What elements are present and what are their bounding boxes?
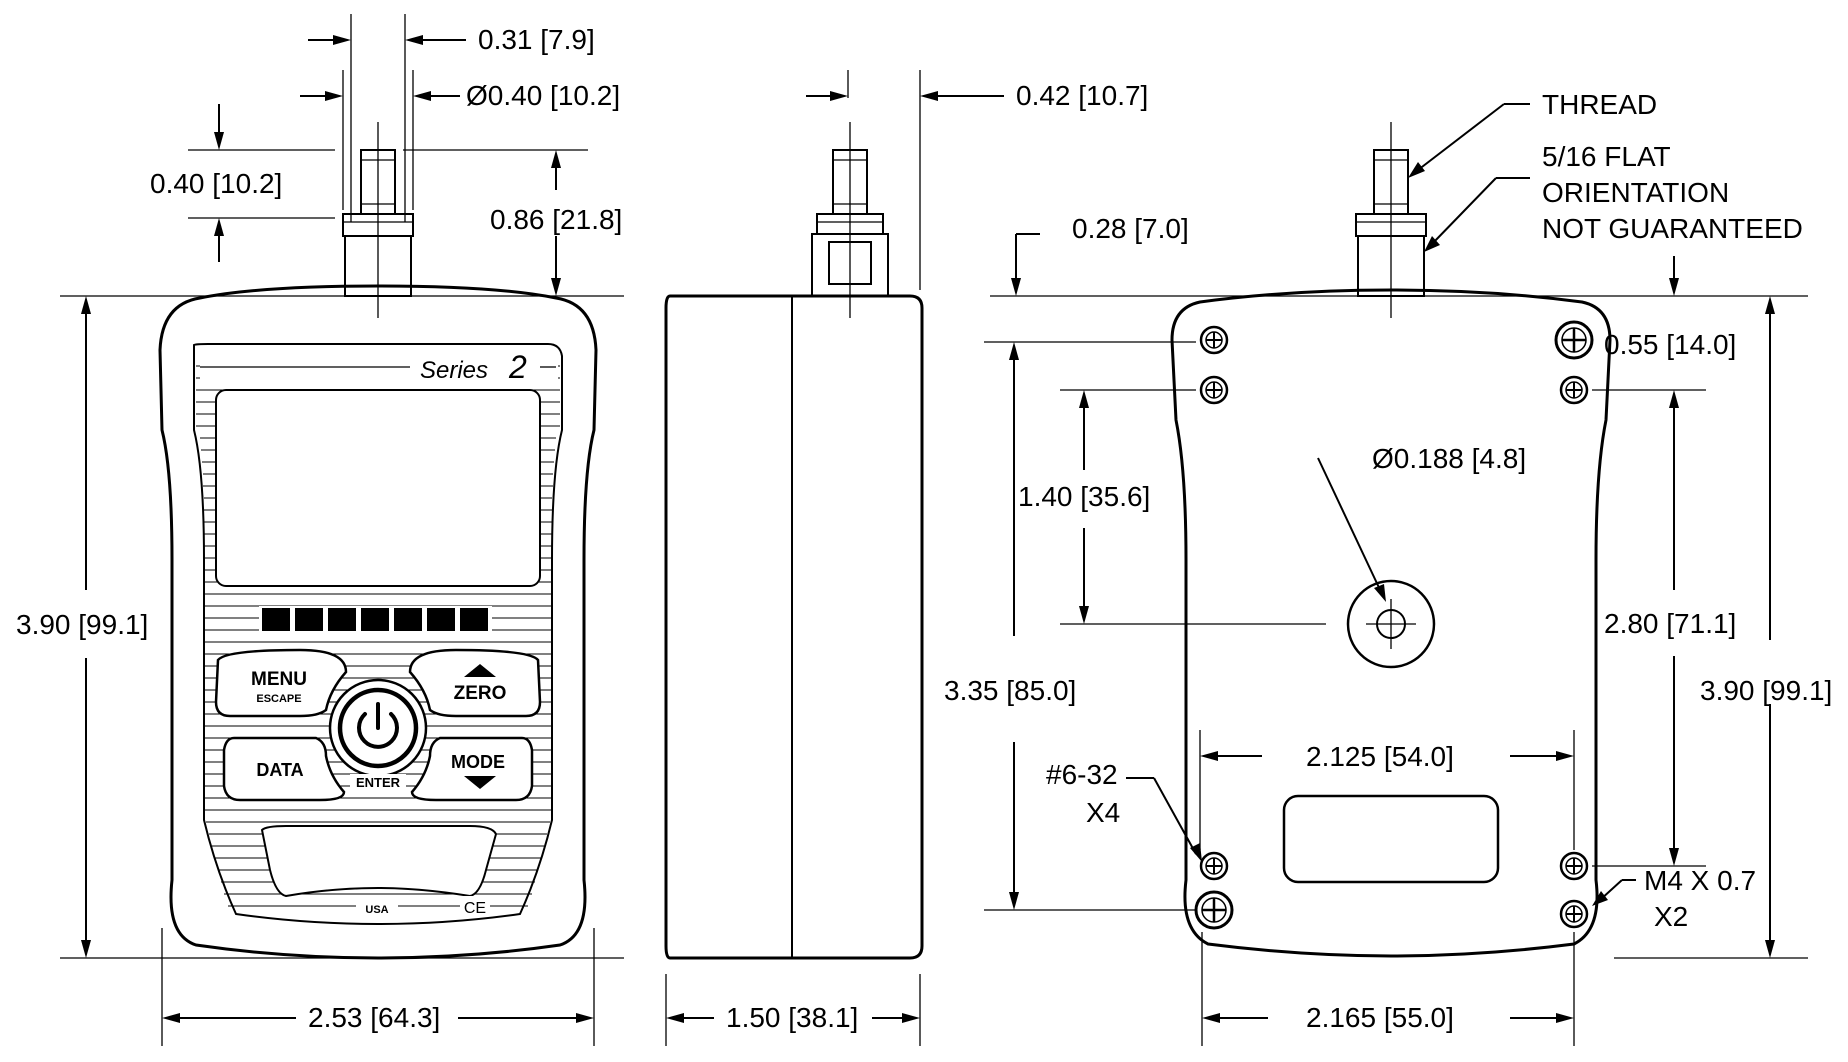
rear-view bbox=[1170, 122, 1612, 958]
data-button[interactable]: DATA bbox=[222, 736, 346, 802]
screw-icon bbox=[1559, 851, 1589, 881]
power-icon bbox=[357, 702, 399, 749]
front-shaft-height-label: 0.86 [21.8] bbox=[490, 204, 622, 235]
flat-callout-line3: NOT GUARANTEED bbox=[1542, 213, 1803, 244]
screw-icon bbox=[1559, 375, 1589, 405]
rear-top-edge-label: 0.55 [14.0] bbox=[1604, 329, 1736, 360]
rear-mount-hole bbox=[1346, 579, 1436, 669]
power-enter-button[interactable] bbox=[328, 678, 428, 778]
brand-number: 2 bbox=[508, 349, 527, 385]
side-dimensions: 0.42 [10.7] 1.50 [38.1] bbox=[665, 70, 1148, 1046]
small-screw-callout: #6-32 bbox=[1046, 759, 1118, 790]
mode-button-label: MODE bbox=[451, 752, 505, 772]
large-screw-qty: X2 bbox=[1654, 901, 1688, 932]
front-collar-dia-label: Ø0.40 [10.2] bbox=[466, 80, 620, 111]
front-view: Series 2 MENU ESCAPE bbox=[158, 122, 598, 960]
screw-icon bbox=[1559, 899, 1589, 929]
data-button-label: DATA bbox=[256, 760, 303, 780]
front-dimensions: 0.31 [7.9] Ø0.40 [10.2] 0.40 [10.2] 0.86… bbox=[16, 14, 624, 1046]
lcd-display bbox=[215, 389, 541, 587]
screw-icon bbox=[1194, 890, 1234, 930]
side-housing bbox=[664, 294, 924, 960]
flat-callout-line2: ORIENTATION bbox=[1542, 177, 1729, 208]
side-offset-label: 0.42 [10.7] bbox=[1016, 80, 1148, 111]
zero-button[interactable]: ZERO bbox=[408, 648, 542, 718]
front-thread-length-label: 0.40 [10.2] bbox=[150, 168, 282, 199]
rear-height-label: 3.90 [99.1] bbox=[1700, 675, 1832, 706]
front-shaft-width-label: 0.31 [7.9] bbox=[478, 24, 595, 55]
ce-mark-label: CE bbox=[464, 900, 486, 917]
zero-button-label: ZERO bbox=[454, 683, 507, 704]
rear-small-hole-span-label: 3.35 [85.0] bbox=[944, 675, 1076, 706]
flat-callout-line1: 5/16 FLAT bbox=[1542, 141, 1671, 172]
side-depth-label: 1.50 [38.1] bbox=[726, 1002, 858, 1033]
screw-icon bbox=[1199, 325, 1229, 355]
rear-label-window bbox=[1282, 794, 1500, 884]
front-housing bbox=[158, 284, 598, 960]
rear-large-hole-span-label: 2.80 [71.1] bbox=[1604, 608, 1736, 639]
screw-icon bbox=[1199, 851, 1229, 881]
menu-button-label: MENU bbox=[251, 669, 307, 690]
screw-icon bbox=[1199, 375, 1229, 405]
mode-button[interactable]: MODE bbox=[410, 736, 534, 802]
brand-label: Series bbox=[420, 357, 488, 384]
large-screw-callout: M4 X 0.7 bbox=[1644, 865, 1756, 896]
rear-small-hole-width-label: 2.125 [54.0] bbox=[1306, 741, 1454, 772]
menu-button[interactable]: MENU ESCAPE bbox=[214, 648, 348, 718]
escape-label: ESCAPE bbox=[256, 693, 301, 705]
rear-hole-height-label: 1.40 [35.6] bbox=[1018, 481, 1150, 512]
front-connector-recess bbox=[260, 825, 498, 898]
front-height-label: 3.90 [99.1] bbox=[16, 609, 148, 640]
small-screw-qty: X4 bbox=[1086, 797, 1120, 828]
down-arrow-icon bbox=[464, 776, 496, 789]
led-indicator-bar bbox=[259, 606, 492, 632]
enter-label: ENTER bbox=[356, 775, 401, 790]
rear-large-hole-width-label: 2.165 [55.0] bbox=[1306, 1002, 1454, 1033]
up-arrow-icon bbox=[464, 664, 496, 677]
thread-callout: THREAD bbox=[1542, 89, 1657, 120]
rear-top-offset-label: 0.28 [7.0] bbox=[1072, 213, 1189, 244]
front-width-label: 2.53 [64.3] bbox=[308, 1002, 440, 1033]
front-faceplate bbox=[193, 343, 563, 926]
rear-hole-dia-label: Ø0.188 [4.8] bbox=[1372, 443, 1526, 474]
side-view bbox=[664, 122, 924, 960]
screw-icon bbox=[1554, 320, 1594, 360]
origin-label: USA bbox=[365, 904, 388, 916]
rear-dimensions: THREAD 5/16 FLAT ORIENTATION NOT GUARANT… bbox=[944, 89, 1832, 1046]
